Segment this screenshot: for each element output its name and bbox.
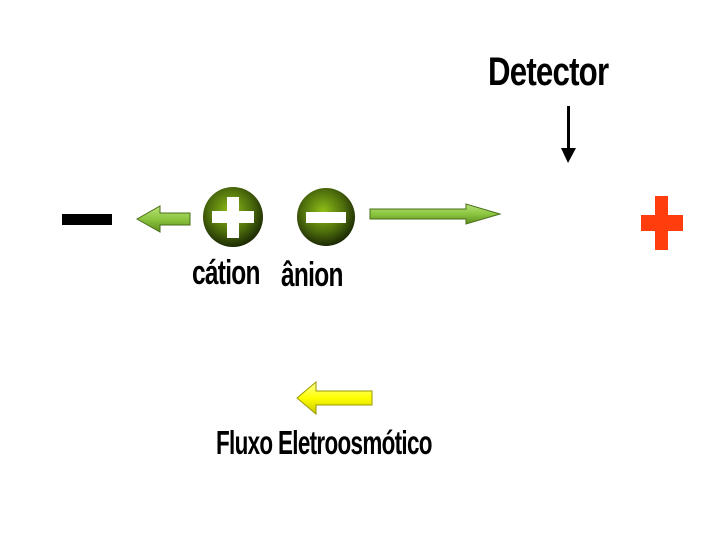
arrow-down-icon bbox=[561, 106, 576, 163]
minus-ball-icon bbox=[297, 188, 355, 246]
electroosmotic-flow-label: Fluxo Eletroosmótico bbox=[216, 424, 432, 461]
anion-arrow bbox=[369, 203, 502, 225]
plus-ball-icon bbox=[203, 187, 263, 247]
minus-sign-icon bbox=[62, 214, 112, 225]
eof-arrow bbox=[296, 380, 373, 416]
anion-label: ânion bbox=[281, 256, 343, 294]
cation-label: cátion bbox=[192, 254, 260, 292]
cation-arrow bbox=[135, 205, 191, 233]
detector-label: Detector bbox=[488, 50, 609, 94]
plus-sign-icon bbox=[641, 196, 683, 250]
